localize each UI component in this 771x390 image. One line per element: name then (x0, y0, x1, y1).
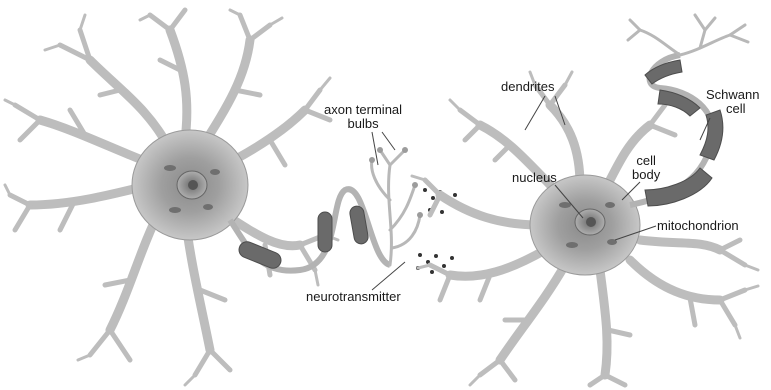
left-nucleolus (188, 180, 198, 190)
label-cell-body-line1: cell (632, 154, 660, 168)
label-neurotransmitter: neurotransmitter (306, 290, 401, 304)
label-axon-terminal-line1: axon terminal (324, 103, 402, 117)
label-cell-body-line2: body (632, 168, 660, 182)
schwann-cells (645, 60, 723, 206)
label-dendrites: dendrites (501, 80, 554, 94)
label-mitochondrion: mitochondrion (657, 219, 739, 233)
label-nucleus: nucleus (512, 171, 557, 185)
label-cell-body: cell body (632, 154, 660, 182)
label-schwann-cell: Schwann cell (706, 88, 759, 116)
label-schwann-line1: Schwann (706, 88, 759, 102)
label-axon-terminal-line2: bulbs (324, 117, 402, 131)
right-nucleolus (586, 217, 596, 227)
right-axon-terminals (628, 15, 748, 55)
label-schwann-line2: cell (706, 102, 759, 116)
label-axon-terminal-bulbs: axon terminal bulbs (324, 103, 402, 131)
